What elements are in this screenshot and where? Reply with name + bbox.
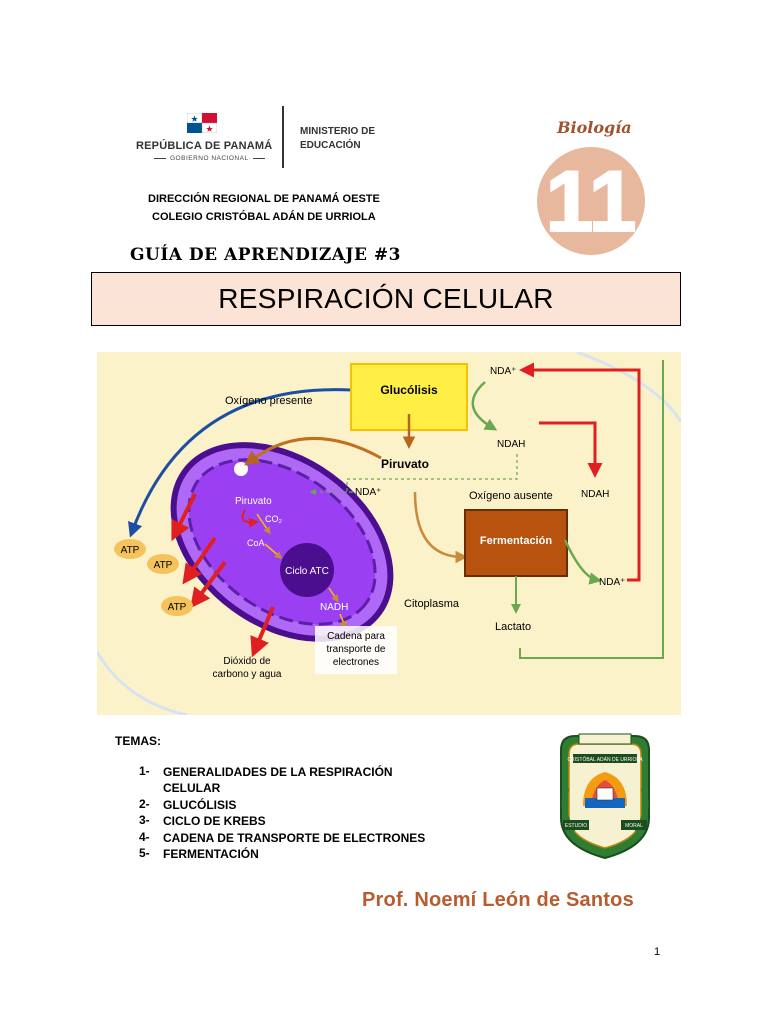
panama-flag-icon xyxy=(187,113,217,133)
topic-number: 2- xyxy=(139,797,150,811)
header-divider xyxy=(282,106,284,168)
atp-badge-1 xyxy=(114,539,146,559)
topic-number: 5- xyxy=(139,846,150,860)
ndah-mid-label: NDAH xyxy=(497,439,525,450)
oxygen-present-label: Oxígeno presente xyxy=(225,395,312,407)
nda-mid-label: NDA⁺ xyxy=(355,487,381,498)
ndah-dashed-connector xyxy=(346,454,518,493)
oxygen-present-arrow xyxy=(128,388,353,538)
ndah-to-nda-green-arrow xyxy=(563,539,602,585)
topic-item: 4- CADENA DE TRANSPORTE DE ELECTRONES xyxy=(139,830,453,846)
topic-item: 2- GLUCÓLISIS xyxy=(139,797,453,813)
ministry-line-2: EDUCACIÓN xyxy=(300,140,361,151)
ndah-red-path xyxy=(539,421,603,478)
regional-directorate: DIRECCIÓN REGIONAL DE PANAMÁ OESTE xyxy=(148,193,380,205)
co2-water-label-1: Dióxido de xyxy=(223,656,271,667)
government-name: REPÚBLICA DE PANAMÁ xyxy=(136,140,273,152)
co2-water-label-2: carbono y agua xyxy=(213,669,282,680)
lactate-green-loop xyxy=(519,360,664,659)
krebs-cycle xyxy=(280,543,334,597)
krebs-label: Ciclo ATC xyxy=(285,566,329,577)
ministry-line-1: MINISTERIO DE xyxy=(300,126,376,137)
topics-label: TEMAS: xyxy=(115,734,161,748)
cytoplasm-label: Citoplasma xyxy=(404,598,460,610)
seal-banner-text: CRISTÓBAL ADÁN DE URRIOLA xyxy=(567,756,643,763)
topic-number: 1- xyxy=(139,764,150,778)
krebs-to-nadh-arrow xyxy=(328,587,339,603)
pyruvate-to-krebs-arrow-1 xyxy=(256,513,271,535)
school-name: COLEGIO CRISTÓBAL ADÁN DE URRIOLA xyxy=(152,211,376,223)
topic-text: GLUCÓLISIS xyxy=(163,798,237,812)
atp-badge-2 xyxy=(147,554,179,574)
decorative-arc-top xyxy=(576,352,681,423)
pyruvate-inner-label: Piruvato xyxy=(235,496,272,507)
atp-red-arrow-1 xyxy=(171,493,197,542)
nadh-to-chain-arrow xyxy=(339,613,347,629)
pyruvate-to-fermentation-arrow xyxy=(413,491,468,564)
cellular-respiration-diagram: Oxígeno presente Glucólisis Piruvato NDA… xyxy=(97,352,681,715)
co2-label: CO₂ xyxy=(265,514,283,524)
topic-number: 3- xyxy=(139,813,150,827)
coa-label: CoA xyxy=(247,538,265,548)
seal-motto-right: MORAL xyxy=(625,823,643,829)
pyruvate-entry-dot xyxy=(234,462,248,476)
ndah-right-label: NDAH xyxy=(581,489,609,500)
pyruvate-co2-red-loop xyxy=(241,509,259,528)
pyruvate-into-mitochondrion-arrow xyxy=(244,436,382,466)
grade-number: 11 xyxy=(546,154,637,250)
government-subtitle: GOBIERNO NACIONAL xyxy=(150,155,269,162)
oxygen-absent-label: Oxígeno ausente xyxy=(469,490,553,502)
electron-chain-box xyxy=(315,626,397,674)
nda-bottom-label: NDA⁺ xyxy=(599,577,625,588)
topic-text: CICLO DE KREBS xyxy=(163,814,266,828)
subject-label: Biología xyxy=(557,118,632,137)
topic-text: CADENA DE TRANSPORTE DE ELECTRONES xyxy=(163,831,426,845)
chain-label-2: transporte de xyxy=(327,644,386,655)
author-name: Prof. Noemí León de Santos xyxy=(362,889,634,911)
decorative-arc-bottom xyxy=(97,651,188,715)
school-seal-icon: CRISTÓBAL ADÁN DE URRIOLA ESTUDIO MORAL xyxy=(560,733,650,860)
main-title-box: RESPIRACIÓN CELULAR xyxy=(91,272,681,326)
topic-item: 1- GENERALIDADES DE LA RESPIRACIÓN CELUL… xyxy=(139,764,453,796)
nda-top-label: NDA⁺ xyxy=(490,366,516,377)
atp-label-1: ATP xyxy=(121,545,140,556)
topic-item: 5- FERMENTACIÓN xyxy=(139,846,453,862)
coa-to-krebs-arrow xyxy=(264,543,283,559)
atp-label-2: ATP xyxy=(154,560,173,571)
pyruvate-outer-label: Piruvato xyxy=(381,457,429,471)
seal-motto-left: ESTUDIO xyxy=(565,823,587,829)
atp-red-arrow-3 xyxy=(190,560,227,609)
main-title: RESPIRACIÓN CELULAR xyxy=(218,283,554,314)
nda-to-ndah-green-arrow xyxy=(471,381,498,431)
co2-water-red-arrow xyxy=(250,606,275,658)
topic-item: 3- CICLO DE KREBS xyxy=(139,813,453,829)
atp-label-3: ATP xyxy=(168,602,187,613)
chain-label-1: Cadena para xyxy=(327,631,385,642)
page-number: 1 xyxy=(654,946,661,958)
topic-text: GENERALIDADES DE LA RESPIRACIÓN CELULAR xyxy=(163,765,393,795)
guide-title: GUÍA DE APRENDIZAJE #3 xyxy=(130,245,401,265)
nda-return-red-path xyxy=(519,362,641,582)
fermentation-label: Fermentación xyxy=(480,535,552,547)
grade-badge: 11 xyxy=(537,147,645,255)
lactate-label: Lactato xyxy=(495,621,531,633)
atp-red-arrow-2 xyxy=(182,536,217,585)
glycolysis-label: Glucólisis xyxy=(380,383,438,397)
chain-label-3: electrones xyxy=(333,657,379,668)
topic-number: 4- xyxy=(139,830,150,844)
topic-text: FERMENTACIÓN xyxy=(163,847,259,861)
atp-badge-3 xyxy=(161,596,193,616)
nadh-label: NADH xyxy=(320,602,348,613)
